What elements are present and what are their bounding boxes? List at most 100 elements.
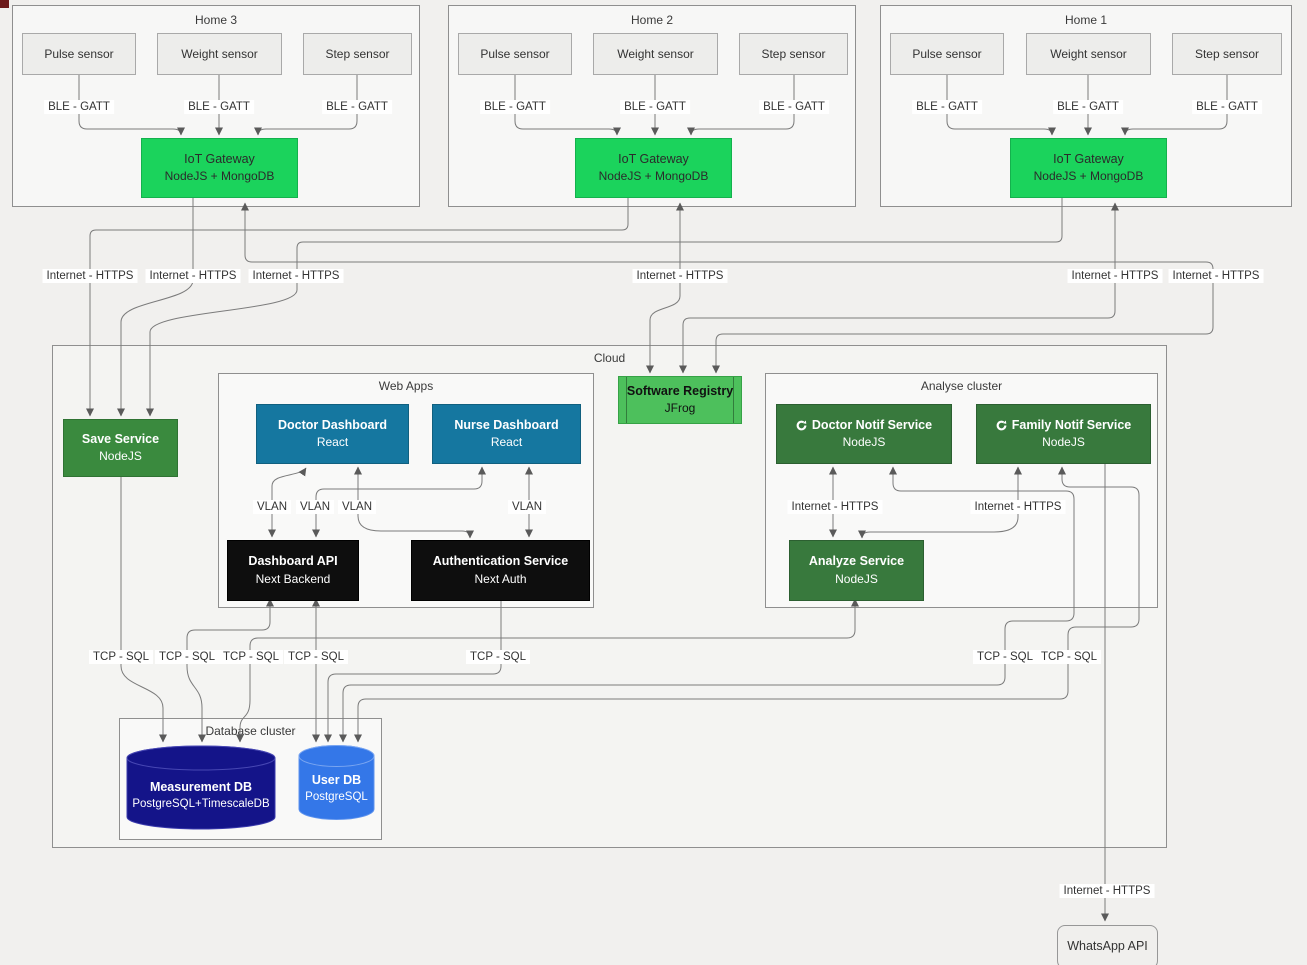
- process-bar-left: [626, 377, 627, 423]
- iot-gateway-node: IoT Gateway NodeJS + MongoDB: [1010, 138, 1167, 198]
- edge-label-tcp-sql: TCP - SQL: [218, 650, 284, 664]
- process-bar-right: [733, 377, 734, 423]
- edge-label-vlan: VLAN: [337, 500, 377, 514]
- pulse-sensor-node: Pulse sensor: [22, 33, 136, 75]
- pulse-sensor-node: Pulse sensor: [458, 33, 572, 75]
- weight-sensor-node: Weight sensor: [1026, 33, 1151, 75]
- edge-label-tcp-sql: TCP - SQL: [972, 650, 1038, 664]
- screen-corner-artifact: [0, 0, 9, 8]
- edge-label-ble-gatt: BLE - GATT: [620, 100, 690, 114]
- edge-label-internet-https: Internet - HTTPS: [42, 269, 138, 283]
- analyze-service-subtitle: NodeJS: [835, 571, 878, 586]
- measurement-db-title: Measurement DB: [149, 780, 253, 794]
- doctor-notif-subtitle: NodeJS: [842, 435, 886, 450]
- edge-label-ble-gatt: BLE - GATT: [912, 100, 982, 114]
- gateway-title: IoT Gateway: [618, 151, 689, 166]
- edge-label-ble-gatt: BLE - GATT: [184, 100, 254, 114]
- weight-sensor-node: Weight sensor: [593, 33, 718, 75]
- home-1-title: Home 1: [1064, 13, 1108, 27]
- edge-label-tcp-sql: TCP - SQL: [88, 650, 154, 664]
- gateway-subtitle: NodeJS + MongoDB: [1033, 169, 1144, 184]
- edge-label-ble-gatt: BLE - GATT: [322, 100, 392, 114]
- gateway-title: IoT Gateway: [1053, 151, 1124, 166]
- edge-label-internet-https: Internet - HTTPS: [970, 500, 1066, 514]
- family-notif-service-node: Family Notif Service NodeJS: [976, 404, 1151, 464]
- edge-label-internet-https: Internet - HTTPS: [787, 500, 883, 514]
- weight-sensor-label: Weight sensor: [181, 46, 258, 61]
- whatsapp-api-node: WhatsApp API: [1057, 925, 1158, 965]
- edge-label-internet-https: Internet - HTTPS: [632, 269, 728, 283]
- software-registry-subtitle: JFrog: [664, 401, 696, 416]
- edge-label-internet-https: Internet - HTTPS: [1067, 269, 1163, 283]
- nurse-dashboard-title: Nurse Dashboard: [454, 417, 559, 432]
- pulse-sensor-label: Pulse sensor: [480, 46, 550, 61]
- pulse-sensor-label: Pulse sensor: [912, 46, 982, 61]
- analyse-cluster-label: Analyse cluster: [920, 379, 1003, 393]
- edge-label-ble-gatt: BLE - GATT: [1192, 100, 1262, 114]
- edge-label-internet-https: Internet - HTTPS: [248, 269, 344, 283]
- step-sensor-node: Step sensor: [303, 33, 412, 75]
- measurement-db-subtitle: PostgreSQL+TimescaleDB: [132, 798, 270, 811]
- web-apps-label: Web Apps: [378, 379, 434, 393]
- edge-label-internet-https: Internet - HTTPS: [1168, 269, 1264, 283]
- dashboard-api-title: Dashboard API: [248, 554, 338, 569]
- edge-label-vlan: VLAN: [295, 500, 335, 514]
- software-registry-title: Software Registry: [626, 383, 734, 398]
- analyze-service-node: Analyze Service NodeJS: [789, 540, 924, 601]
- gateway-subtitle: NodeJS + MongoDB: [164, 169, 275, 184]
- analyze-service-title: Analyze Service: [808, 554, 905, 569]
- pulse-sensor-label: Pulse sensor: [44, 46, 114, 61]
- step-sensor-label: Step sensor: [325, 46, 390, 61]
- save-service-subtitle: NodeJS: [99, 449, 142, 464]
- weight-sensor-node: Weight sensor: [157, 33, 282, 75]
- doctor-notif-title: Doctor Notif Service: [811, 417, 933, 432]
- edge-label-tcp-sql: TCP - SQL: [465, 650, 531, 664]
- save-service-title: Save Service: [81, 431, 160, 446]
- edge-label-tcp-sql: TCP - SQL: [1036, 650, 1102, 664]
- user-db-subtitle: PostgreSQL: [305, 791, 368, 804]
- cylinder-shape: [298, 745, 375, 820]
- edge-label-vlan: VLAN: [252, 500, 292, 514]
- edge-label-ble-gatt: BLE - GATT: [1053, 100, 1123, 114]
- edge-label-ble-gatt: BLE - GATT: [44, 100, 114, 114]
- doctor-dashboard-node: Doctor Dashboard React: [256, 404, 409, 464]
- step-sensor-node: Step sensor: [739, 33, 848, 75]
- edge-label-ble-gatt: BLE - GATT: [480, 100, 550, 114]
- edge-label-internet-https: Internet - HTTPS: [1059, 884, 1155, 898]
- step-sensor-label: Step sensor: [1194, 46, 1260, 61]
- family-notif-subtitle: NodeJS: [1042, 435, 1085, 450]
- auth-service-subtitle: Next Auth: [474, 571, 527, 586]
- dashboard-api-node: Dashboard API Next Backend: [227, 540, 359, 601]
- gateway-subtitle: NodeJS + MongoDB: [598, 169, 709, 184]
- nurse-dashboard-subtitle: React: [490, 435, 523, 450]
- sync-icon: [996, 420, 1007, 431]
- weight-sensor-label: Weight sensor: [1050, 46, 1127, 61]
- doctor-dashboard-subtitle: React: [316, 435, 349, 450]
- cylinder-shape: [126, 745, 276, 830]
- family-notif-title: Family Notif Service: [1011, 417, 1132, 432]
- gateway-title: IoT Gateway: [184, 151, 255, 166]
- edge-label-internet-https: Internet - HTTPS: [145, 269, 241, 283]
- edge-label-ble-gatt: BLE - GATT: [759, 100, 829, 114]
- user-db-cylinder: User DB PostgreSQL: [298, 745, 375, 821]
- measurement-db-cylinder: Measurement DB PostgreSQL+TimescaleDB: [126, 745, 276, 830]
- home-3-title: Home 3: [194, 13, 238, 27]
- doctor-notif-service-node: Doctor Notif Service NodeJS: [776, 404, 952, 464]
- step-sensor-label: Step sensor: [761, 46, 826, 61]
- weight-sensor-label: Weight sensor: [617, 46, 694, 61]
- dashboard-api-subtitle: Next Backend: [255, 571, 331, 586]
- auth-service-node: Authentication Service Next Auth: [411, 540, 590, 601]
- doctor-dashboard-title: Doctor Dashboard: [277, 417, 388, 432]
- iot-gateway-node: IoT Gateway NodeJS + MongoDB: [575, 138, 732, 198]
- whatsapp-api-title: WhatsApp API: [1067, 939, 1148, 954]
- nurse-dashboard-node: Nurse Dashboard React: [432, 404, 581, 464]
- edge-label-tcp-sql: TCP - SQL: [154, 650, 220, 664]
- save-service-node: Save Service NodeJS: [63, 419, 178, 477]
- software-registry-node: Software Registry JFrog: [618, 376, 742, 424]
- user-db-title: User DB: [311, 773, 362, 787]
- iot-gateway-node: IoT Gateway NodeJS + MongoDB: [141, 138, 298, 198]
- step-sensor-node: Step sensor: [1172, 33, 1282, 75]
- auth-service-title: Authentication Service: [432, 554, 569, 569]
- pulse-sensor-node: Pulse sensor: [890, 33, 1004, 75]
